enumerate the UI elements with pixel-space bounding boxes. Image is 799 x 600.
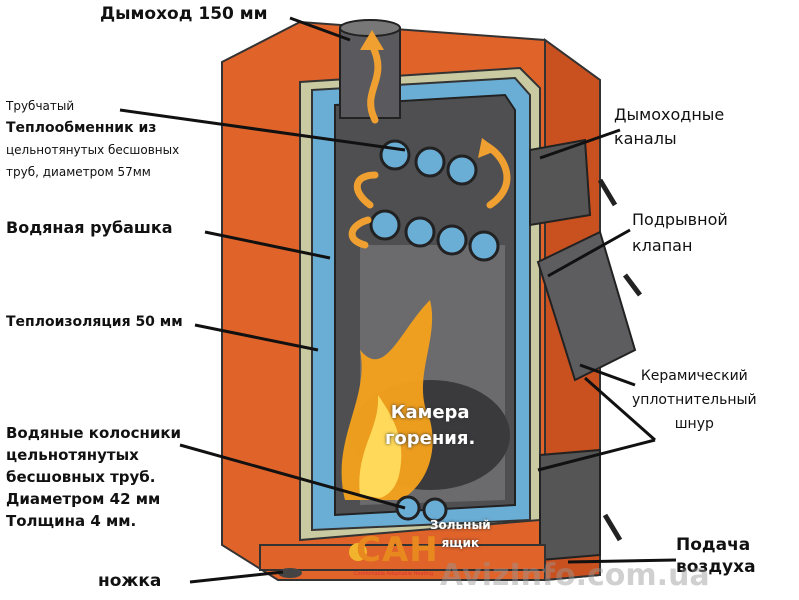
flame-core	[359, 395, 402, 498]
label-ceramic-cord: Керамический уплотнительный шнур	[632, 364, 757, 436]
label-heat-exchanger: Трубчатый Теплообменник из цельнотянутых…	[6, 95, 179, 183]
label-heat-exchanger-line-3: цельнотянутых бесшовных	[6, 143, 180, 157]
label-burst-valve: Подрывной клапан	[632, 207, 728, 259]
grate-tubes	[395, 495, 448, 523]
label-burst-valve-line-1: Подрывной	[632, 210, 728, 229]
door-handle-1	[597, 178, 618, 207]
watermark: AvizInfo.com.ua	[440, 558, 710, 593]
label-leg: ножка	[98, 571, 162, 591]
label-chimney: Дымоход 150 мм	[100, 4, 268, 24]
label-grates-line-4: Диаметром 42 мм	[6, 490, 161, 508]
arrow-heads	[360, 30, 498, 158]
label-heat-exchanger-line-2: Теплообменник из	[6, 120, 157, 136]
label-grates-line-3: бесшовных труб.	[6, 468, 156, 486]
label-burst-valve-line-2: клапан	[632, 236, 693, 255]
pointer-lines	[119, 16, 677, 584]
leg	[278, 568, 302, 578]
upper-door	[529, 138, 592, 227]
label-combustion-chamber-line-2: горения.	[385, 428, 476, 449]
label-grates-line-5: Толщина 4 мм.	[6, 512, 137, 530]
label-grates: Водяные колосники цельнотянутых бесшовны…	[6, 422, 181, 532]
label-grates-line-1: Водяные колосники	[6, 424, 182, 442]
door-handle-3	[602, 513, 623, 542]
label-air-supply: Подача воздуха	[676, 534, 756, 578]
label-air-supply-line-2: воздуха	[676, 557, 756, 577]
label-air-supply-line-1: Подача	[676, 535, 751, 555]
label-ash-box: Зольный ящик	[430, 516, 491, 552]
label-water-jacket: Водяная рубашка	[6, 218, 173, 237]
label-ash-box-line-1: Зольный	[430, 518, 491, 532]
flame	[341, 300, 433, 500]
base-plate	[259, 544, 546, 571]
label-flue-channels-line-2: каналы	[614, 129, 677, 148]
logo-subtitle: Comfortable Adaptable Heating	[354, 571, 434, 577]
label-ceramic-cord-line-1: Керамический	[640, 368, 748, 384]
label-heat-exchanger-line-4: труб, диаметром 57мм	[6, 165, 151, 179]
label-grates-line-2: цельнотянутых	[6, 446, 139, 464]
label-flue-channels: Дымоходные каналы	[614, 103, 724, 151]
label-combustion-chamber: Камера горения.	[385, 400, 475, 452]
logo-text: САН	[356, 530, 439, 570]
label-ash-box-line-2: ящик	[441, 536, 480, 550]
sun-logo-icon	[349, 543, 367, 561]
ash-door	[539, 448, 601, 562]
door-handle-2	[623, 273, 642, 297]
heat-exchanger-tubes-lower	[369, 209, 500, 262]
label-flue-channels-line-1: Дымоходные	[614, 105, 725, 124]
label-ceramic-cord-line-3: шнур	[674, 416, 714, 432]
label-ceramic-cord-line-2: уплотнительный	[632, 392, 757, 408]
label-insulation: Теплоизоляция 50 мм	[6, 314, 183, 330]
label-heat-exchanger-line-1: Трубчатый	[6, 99, 75, 113]
label-combustion-chamber-line-1: Камера	[390, 402, 470, 423]
